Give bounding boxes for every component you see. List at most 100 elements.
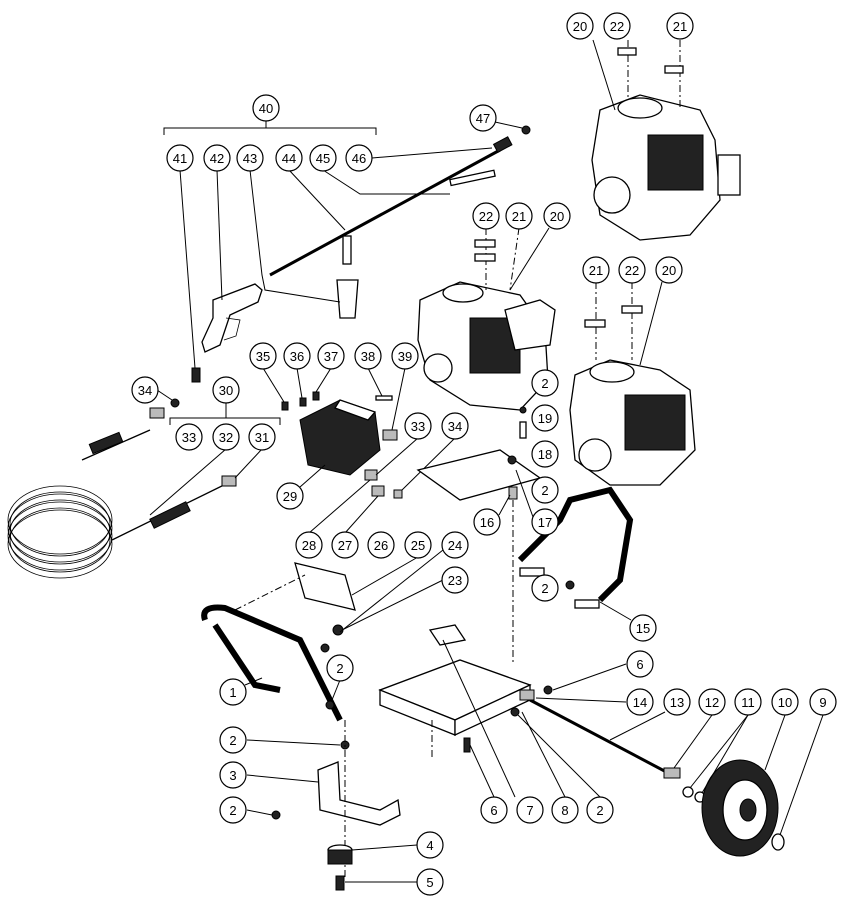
callout-circle <box>663 688 691 716</box>
callout-number: 25 <box>411 538 425 553</box>
callout-circle <box>317 342 345 370</box>
callout-6: 6 <box>480 796 508 824</box>
foot-bracket <box>246 720 418 891</box>
callout-44: 44 <box>275 144 303 172</box>
callout-circle <box>531 574 559 602</box>
callout-number: 35 <box>256 349 270 364</box>
callout-36: 36 <box>283 342 311 370</box>
callout-18: 18 <box>531 440 559 468</box>
callout-number: 12 <box>705 695 719 710</box>
callout-number: 40 <box>259 101 273 116</box>
callout-number: 6 <box>490 803 497 818</box>
callout-circle <box>618 256 646 284</box>
callout-circle <box>655 256 683 284</box>
callout-circle <box>367 531 395 559</box>
callout-number: 10 <box>778 695 792 710</box>
callout-circle <box>441 412 469 440</box>
engine-center <box>417 227 556 411</box>
callout-circle <box>404 412 432 440</box>
callout-circle <box>175 423 203 451</box>
callout-number: 19 <box>538 411 552 426</box>
callout-2: 2 <box>219 726 247 754</box>
callout-number: 6 <box>636 657 643 672</box>
callout-number: 2 <box>229 803 236 818</box>
callout-number: 8 <box>561 803 568 818</box>
callout-number: 20 <box>573 19 587 34</box>
callout-number: 18 <box>538 447 552 462</box>
callout-41: 41 <box>166 144 194 172</box>
callout-number: 2 <box>541 376 548 391</box>
callout-number: 22 <box>479 209 493 224</box>
high-pressure-hose <box>7 389 281 579</box>
callout-2: 2 <box>219 796 247 824</box>
callout-circle <box>629 614 657 642</box>
callout-12: 12 <box>698 688 726 716</box>
callout-2: 2 <box>531 369 559 397</box>
callout-4: 4 <box>416 831 444 859</box>
callout-3: 3 <box>219 761 247 789</box>
spray-gun-assembly <box>163 120 531 383</box>
callout-33: 33 <box>404 412 432 440</box>
callout-number: 34 <box>138 383 152 398</box>
callout-number: 20 <box>550 209 564 224</box>
callout-46: 46 <box>345 144 373 172</box>
callout-32: 32 <box>212 423 240 451</box>
callout-number: 13 <box>670 695 684 710</box>
callout-circle <box>582 256 610 284</box>
callout-number: 29 <box>283 489 297 504</box>
callout-number: 42 <box>210 151 224 166</box>
callout-11: 11 <box>734 688 762 716</box>
callout-circle <box>212 376 240 404</box>
callout-number: 2 <box>541 483 548 498</box>
callout-circle <box>275 144 303 172</box>
callout-number: 22 <box>610 19 624 34</box>
callout-number: 33 <box>411 419 425 434</box>
callout-circle <box>516 796 544 824</box>
callout-34: 34 <box>441 412 469 440</box>
callout-number: 15 <box>636 621 650 636</box>
callout-number: 16 <box>480 515 494 530</box>
callout-circle <box>551 796 579 824</box>
callout-16: 16 <box>473 508 501 536</box>
callout-number: 2 <box>596 803 603 818</box>
callout-22: 22 <box>603 12 631 40</box>
callout-number: 26 <box>374 538 388 553</box>
callout-number: 14 <box>633 695 647 710</box>
callout-number: 23 <box>448 573 462 588</box>
callout-circle <box>809 688 837 716</box>
callout-2: 2 <box>531 476 559 504</box>
callout-14: 14 <box>626 688 654 716</box>
callout-circle <box>249 342 277 370</box>
callout-42: 42 <box>203 144 231 172</box>
callout-28: 28 <box>295 531 323 559</box>
callout-number: 1 <box>229 685 236 700</box>
callout-number: 22 <box>625 263 639 278</box>
callout-circle <box>531 404 559 432</box>
frame-assembly <box>201 549 532 798</box>
callout-10: 10 <box>771 688 799 716</box>
callout-15: 15 <box>629 614 657 642</box>
callout-22: 22 <box>618 256 646 284</box>
callout-circle <box>566 12 594 40</box>
callout-21: 21 <box>582 256 610 284</box>
callout-45: 45 <box>309 144 337 172</box>
callout-19: 19 <box>531 404 559 432</box>
callout-number: 47 <box>476 111 490 126</box>
pump-assembly <box>262 367 456 534</box>
callout-circle <box>166 144 194 172</box>
callout-22: 22 <box>472 202 500 230</box>
callout-1: 1 <box>219 678 247 706</box>
callout-circle <box>331 531 359 559</box>
callout-number: 20 <box>662 263 676 278</box>
callout-circle <box>416 868 444 896</box>
callout-33: 33 <box>175 423 203 451</box>
callout-number: 21 <box>589 263 603 278</box>
callout-circle <box>586 796 614 824</box>
callout-40: 40 <box>252 94 280 122</box>
callout-number: 45 <box>316 151 330 166</box>
callout-circle <box>212 423 240 451</box>
callout-34: 34 <box>131 376 159 404</box>
handle-assembly <box>517 486 634 621</box>
